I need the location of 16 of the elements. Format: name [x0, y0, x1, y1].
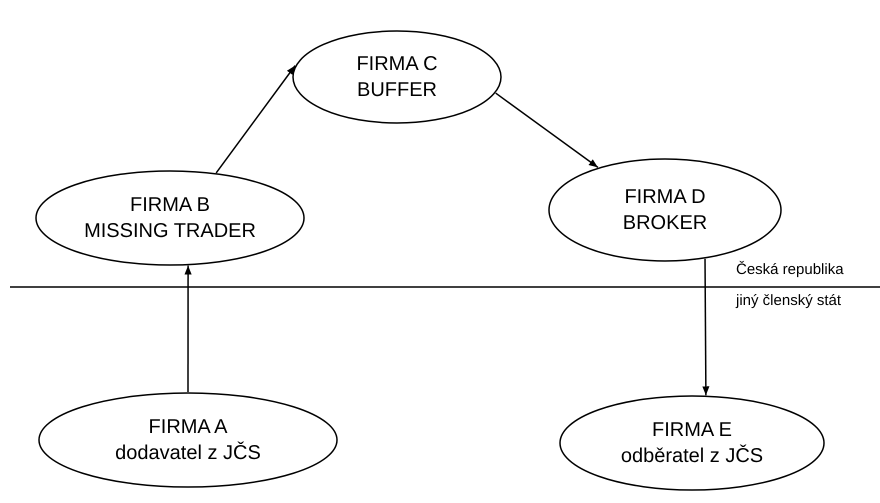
node-label: FIRMA D: [624, 185, 706, 210]
node-label: MISSING TRADER: [84, 219, 256, 244]
node-label: BUFFER: [357, 78, 437, 103]
arrow: [216, 65, 296, 174]
node-label: BROKER: [622, 211, 708, 236]
node-label: FIRMA E: [652, 418, 732, 443]
node-label: FIRMA C: [356, 52, 438, 77]
region-label: jiný členský stát: [736, 292, 842, 309]
arrow: [184, 266, 192, 392]
node-label: FIRMA A: [148, 415, 228, 440]
arrow: [495, 92, 598, 168]
region-label: Česká republika: [736, 261, 844, 278]
node-label: FIRMA B: [130, 193, 210, 218]
arrow: [702, 258, 710, 396]
node-label: odběratel z JČS: [620, 444, 764, 469]
node-label: dodavatel z JČS: [115, 440, 261, 466]
